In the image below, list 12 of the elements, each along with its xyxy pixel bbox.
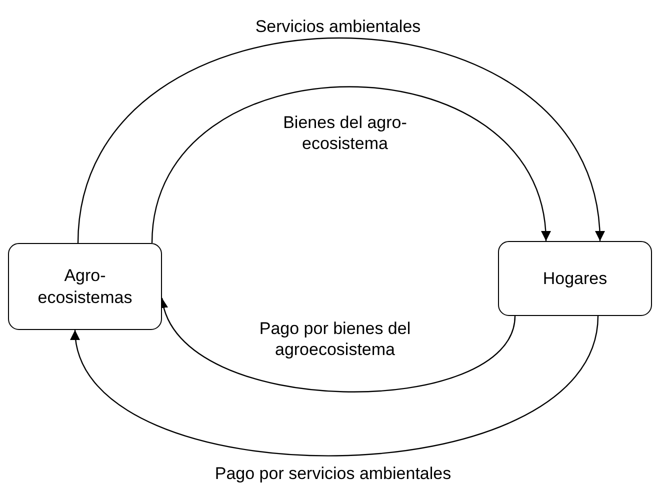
curved-arrow bbox=[77, 38, 604, 244]
edge-label: Pago por servicios ambientales bbox=[214, 463, 452, 484]
edge-label: Pago por bienes del agroecosistema bbox=[258, 318, 412, 360]
edge-label: Servicios ambientales bbox=[254, 16, 422, 38]
rounded-box bbox=[8, 243, 162, 330]
node-label: Hogares bbox=[542, 268, 608, 290]
node-label: Agro- ecosistemas bbox=[36, 265, 134, 308]
edge-label: Bienes del agro- ecosistema bbox=[282, 112, 408, 154]
curved-arrow bbox=[151, 86, 550, 244]
curved-arrow bbox=[160, 298, 516, 392]
curved-arrow bbox=[72, 316, 599, 456]
rounded-box bbox=[498, 241, 652, 316]
